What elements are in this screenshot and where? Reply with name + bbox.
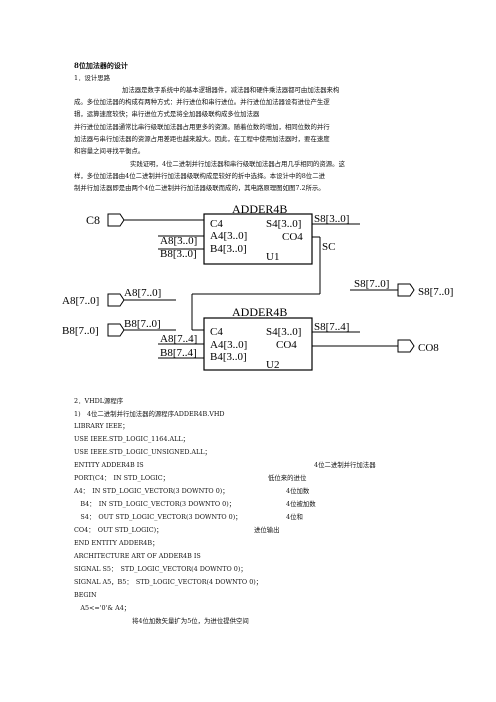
u2-title: ADDER4B bbox=[232, 305, 287, 319]
port-co8-symbol bbox=[397, 339, 415, 353]
u1-block bbox=[203, 213, 313, 265]
code-line: A4： IN STD_LOGIC_VECTOR(3 DOWNTO 0)； bbox=[74, 487, 229, 495]
vhdl-code-block: LIBRARY IEEE； USE IEEE.STD_LOGIC_1164.ALL… bbox=[74, 422, 434, 652]
section-title: 8位加法器的设计 bbox=[74, 61, 128, 70]
code-line: LIBRARY IEEE； bbox=[74, 422, 129, 430]
port-s8-symbol bbox=[397, 283, 415, 297]
net-s8-low: S8[3..0] bbox=[314, 213, 349, 225]
net-a8-high: A8[7..4] bbox=[160, 333, 197, 345]
section2-subtitle: 1) 4位二进制并行加法器的源程序ADDER4B.VHD bbox=[74, 410, 225, 418]
u1-name: U1 bbox=[266, 251, 279, 263]
port-co8-label: CO8 bbox=[418, 342, 439, 354]
paragraph-line: 加法器与串行加法器的资源占用差距也越来越大。因此，在工程中使用加法器时，要在速度 bbox=[74, 135, 330, 143]
net-b8-low: B8[3..0] bbox=[160, 248, 197, 260]
paragraph-line: 成。多位加法器的构成有两种方式：并行进位和串行进位。并行进位加法器设有进位产生逻 bbox=[74, 98, 330, 106]
code-line: S4： OUT STD_LOGIC_VECTOR(3 DOWNTO 0)； bbox=[74, 513, 242, 521]
code-comment: 4位加数 bbox=[286, 487, 310, 495]
port-a8-label: A8[7..0] bbox=[62, 295, 99, 307]
u1-pin-s4: S4[3..0] bbox=[266, 218, 301, 230]
u2-pin-s4: S4[3..0] bbox=[266, 326, 301, 338]
code-line: ENTITY ADDER4B IS bbox=[74, 461, 144, 469]
code-line: SIGNAL S5： STD_LOGIC_VECTOR(4 DOWNTO 0)； bbox=[74, 565, 247, 573]
net-b8-bus: B8[7..0] bbox=[124, 318, 161, 330]
code-line: END ENTITY ADDER4B； bbox=[74, 539, 159, 547]
port-c8-label: C8 bbox=[86, 213, 100, 227]
port-c8-symbol bbox=[107, 213, 125, 227]
paragraph-line: 加法器是数字系统中的基本逻辑器件，减法器和硬件乘法器都可由加法器来构 bbox=[122, 86, 340, 94]
code-line: BEGIN bbox=[74, 591, 97, 599]
code-comment: 4位被加数 bbox=[286, 500, 316, 508]
adder-schematic: ADDER4B C4 A4[3..0] B4[3..0] S4[3..0] CO… bbox=[62, 202, 453, 371]
net-s8-high: S8[7..4] bbox=[314, 321, 349, 333]
paragraph-line: 实践证明，4位二进制并行加法器和串行级联加法器占用几乎相同的资源。这 bbox=[130, 160, 345, 168]
code-comment: 低位来的进位 bbox=[268, 474, 307, 482]
u1-pin-a4: A4[3..0] bbox=[210, 230, 247, 242]
code-line: ARCHITECTURE ART OF ADDER4B IS bbox=[74, 552, 201, 560]
paragraph-line: 并行进位加法器通常比串行级联加法器占用更多的资源。随着位数的增加，相同位数的并行 bbox=[74, 123, 330, 131]
code-line: SIGNAL A5，B5： STD_LOGIC_VECTOR(4 DOWNTO … bbox=[74, 578, 263, 586]
u2-pin-b4: B4[3..0] bbox=[210, 351, 247, 363]
net-sc: SC bbox=[322, 241, 335, 253]
paragraph-line: 样，多位加法器由4位二进制并行加法器级联构成是较好的折中选择。本设计中的8位二进 bbox=[74, 172, 325, 180]
port-a8-symbol bbox=[107, 293, 125, 307]
net-s8-bus: S8[7..0] bbox=[354, 278, 389, 290]
code-comment: 4位和 bbox=[286, 513, 303, 521]
code-comment: 进位输出 bbox=[254, 526, 280, 534]
code-line: CO4： OUT STD_LOGIC)； bbox=[74, 526, 163, 534]
code-line: USE IEEE.STD_LOGIC_UNSIGNED.ALL； bbox=[74, 448, 211, 456]
u2-name: U2 bbox=[266, 359, 279, 371]
port-b8-label: B8[7..0] bbox=[62, 325, 99, 337]
u2-pin-a4: A4[3..0] bbox=[210, 339, 247, 351]
paragraph-line: 制并行加法器即是由两个4位二进制并行加法器级联而成的，其电路原理图如图7.2所示… bbox=[74, 184, 325, 192]
port-b8-symbol bbox=[107, 323, 125, 337]
code-line: USE IEEE.STD_LOGIC_1164.ALL； bbox=[74, 435, 189, 443]
port-s8-label: S8[7..0] bbox=[418, 286, 453, 298]
code-line: PORT(C4： IN STD_LOGIC； bbox=[74, 474, 170, 482]
section2-title: 2．VHDL源程序 bbox=[74, 397, 124, 405]
u2-pin-c4: C4 bbox=[210, 326, 223, 338]
code-line: A5<='0'& A4； bbox=[74, 604, 131, 612]
u1-pin-b4: B4[3..0] bbox=[210, 243, 247, 255]
section-subtitle: 1．设计思路 bbox=[74, 74, 111, 82]
u1-pin-c4: C4 bbox=[210, 218, 223, 230]
paragraph-line: 和容量之间寻找平衡点。 bbox=[74, 147, 145, 155]
u1-pin-co4: CO4 bbox=[282, 231, 303, 243]
net-a8-bus: A8[7..0] bbox=[124, 287, 161, 299]
net-b8-high: B8[7..4] bbox=[160, 347, 197, 359]
u2-pin-co4: CO4 bbox=[276, 339, 297, 351]
code-line: B4： IN STD_LOGIC_VECTOR(3 DOWNTO 0)； bbox=[74, 500, 236, 508]
code-comment: 将4位加数矢量扩为5位，为进位提供空间 bbox=[132, 617, 249, 625]
paragraph-line: 辑，运算速度较快；串行进位方式是将全加器级联构成多位加法器 bbox=[74, 110, 260, 118]
net-a8-low: A8[3..0] bbox=[160, 235, 197, 247]
u1-title: ADDER4B bbox=[232, 202, 287, 216]
code-comment: 4位二进制并行加法器 bbox=[314, 461, 376, 469]
